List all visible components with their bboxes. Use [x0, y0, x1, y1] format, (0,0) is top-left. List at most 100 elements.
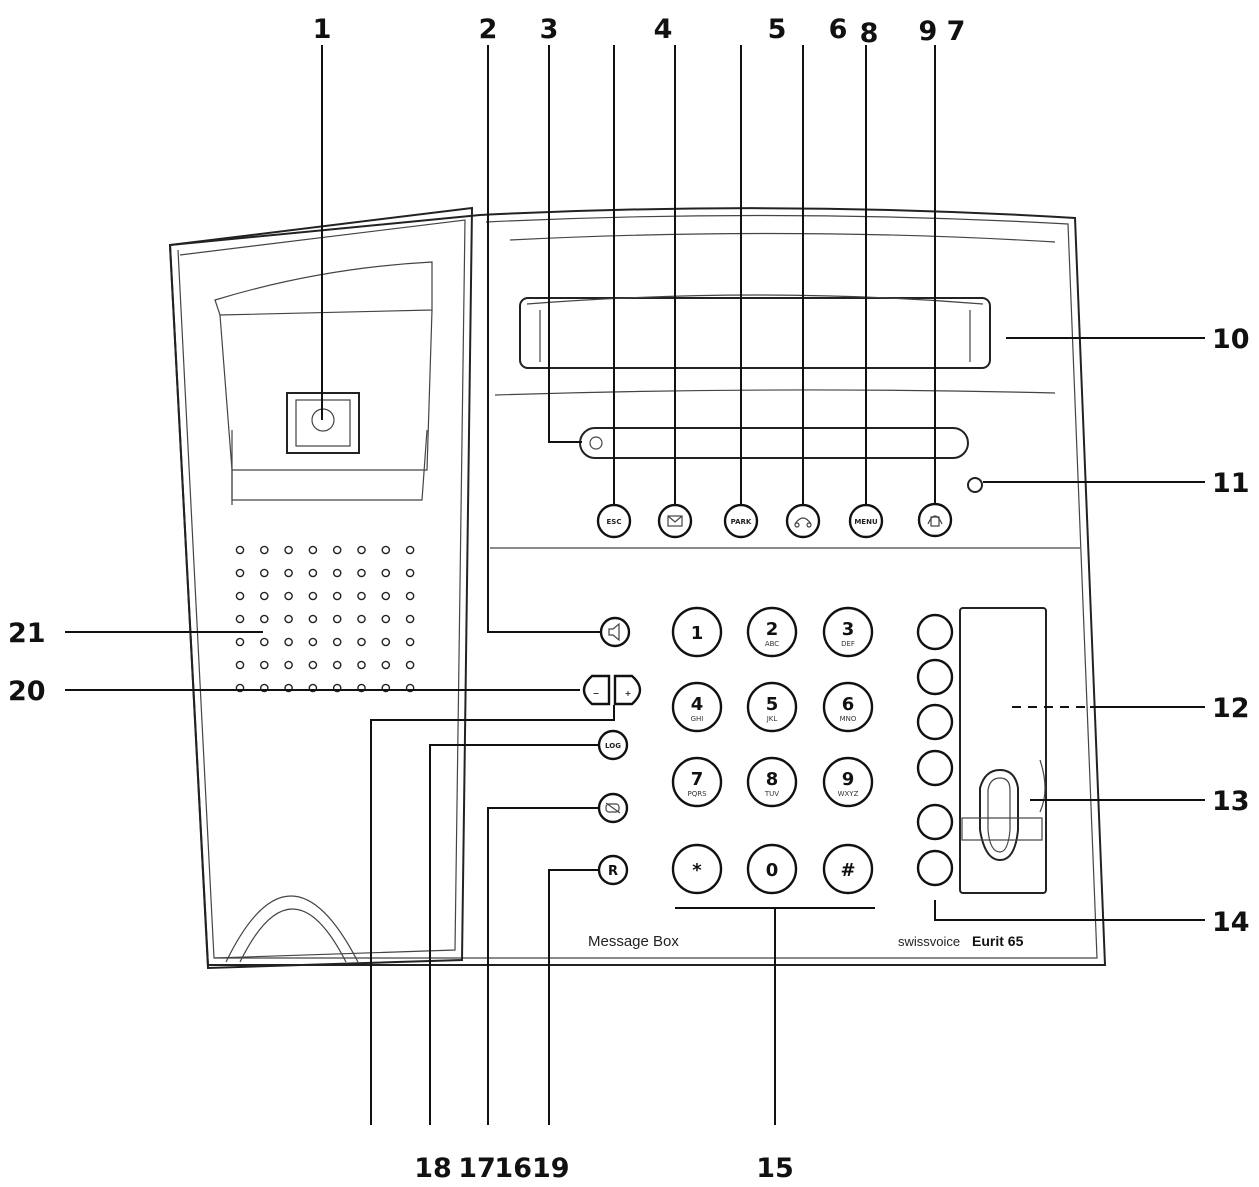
key-0[interactable]: 0	[746, 843, 798, 895]
grille-hole	[332, 545, 342, 555]
memory-key[interactable]	[916, 658, 954, 696]
callout-21: 21	[8, 618, 46, 649]
key-letters: JKL	[766, 715, 778, 723]
grille-hole	[284, 591, 293, 601]
side-keys: − + LOG R	[582, 616, 642, 886]
grille-hole	[308, 545, 318, 555]
grille-hole	[235, 614, 245, 624]
grille-hole	[332, 591, 342, 601]
grille-hole	[332, 614, 342, 624]
callout-15: 15	[756, 1153, 794, 1184]
softkey-bar[interactable]	[579, 427, 969, 459]
grille-hole	[357, 568, 366, 578]
key-digit: 8	[766, 769, 779, 790]
svg-text:+: +	[625, 689, 632, 698]
callout-11: 11	[1212, 468, 1250, 499]
redial-button[interactable]	[785, 503, 821, 539]
callout-6: 6	[829, 14, 848, 45]
memory-key[interactable]	[916, 703, 954, 741]
grille-hole	[405, 545, 415, 555]
grille-hole	[259, 568, 269, 578]
grille-hole	[357, 660, 366, 670]
svg-text:ESC: ESC	[607, 518, 622, 526]
grille-hole	[405, 591, 415, 601]
callout-20: 20	[8, 676, 46, 707]
headset-icon	[927, 515, 943, 527]
grille-hole	[381, 614, 391, 624]
grille-hole	[259, 660, 269, 670]
key-digit: 5	[766, 694, 779, 715]
grille-hole	[405, 660, 415, 670]
grille-hole	[381, 545, 391, 555]
phone-body	[168, 207, 1107, 966]
grille-hole	[259, 591, 269, 601]
grille-hole	[284, 568, 293, 578]
speaker-button[interactable]	[599, 616, 631, 648]
grille-hole	[405, 568, 415, 578]
memory-key[interactable]	[916, 613, 954, 651]
display	[494, 294, 1056, 396]
grille-hole	[405, 614, 415, 624]
callout-12: 12	[1212, 693, 1250, 724]
grille-hole	[381, 637, 391, 647]
grille-hole	[357, 591, 366, 601]
callout-numbers: 1 2 3 4 5 6 8 9 7 10 11 12 13 14 15 18 1…	[8, 14, 1250, 1184]
label-card	[959, 607, 1047, 894]
menu-button[interactable]: MENU	[848, 503, 884, 539]
speaker-grille	[235, 545, 415, 693]
key-1[interactable]: 1	[671, 606, 723, 658]
esc-button[interactable]: ESC	[596, 503, 632, 539]
callout-3: 3	[540, 14, 559, 45]
key-digit: 0	[766, 860, 779, 881]
memory-key[interactable]	[916, 803, 954, 841]
key-digit: 4	[691, 694, 704, 715]
grille-hole	[332, 568, 342, 578]
svg-text:LOG: LOG	[605, 742, 621, 750]
key-letters: MNO	[840, 715, 857, 723]
grille-hole	[235, 545, 245, 555]
memory-key[interactable]	[916, 849, 954, 887]
callout-4: 4	[654, 14, 673, 45]
headset-button[interactable]	[917, 502, 953, 538]
grille-hole	[308, 637, 318, 647]
message-box-label: Message Box	[588, 933, 679, 950]
grille-hole	[308, 591, 318, 601]
key-star[interactable]: *	[671, 843, 723, 895]
callout-17: 17	[458, 1153, 496, 1184]
key-digit: #	[840, 860, 855, 881]
recall-button[interactable]: R	[597, 854, 629, 886]
callout-2: 2	[479, 14, 498, 45]
park-button[interactable]: PARK	[723, 503, 759, 539]
volume-plus-button[interactable]: +	[613, 674, 642, 706]
redial-icon	[794, 517, 812, 528]
card-clip[interactable]	[961, 759, 1046, 862]
memory-key[interactable]	[916, 749, 954, 787]
mailbox-button[interactable]	[657, 503, 693, 539]
speaker-icon	[608, 622, 620, 642]
mute-button[interactable]	[597, 792, 629, 824]
grille-hole	[332, 637, 342, 647]
memory-keys	[916, 613, 954, 887]
grille-hole	[235, 568, 245, 578]
callout-13: 13	[1212, 786, 1250, 817]
key-letters: TUV	[764, 790, 779, 798]
grille-hole	[332, 660, 342, 670]
key-hash[interactable]: #	[822, 843, 874, 895]
volume-minus-button[interactable]: −	[582, 674, 611, 706]
log-button[interactable]: LOG	[597, 729, 629, 761]
svg-text:R: R	[608, 864, 618, 879]
callout-9-7: 9 7	[919, 16, 966, 47]
callout-16-19: 1619	[494, 1153, 569, 1184]
key-letters: PQRS	[687, 790, 707, 798]
key-digit: *	[692, 860, 702, 881]
